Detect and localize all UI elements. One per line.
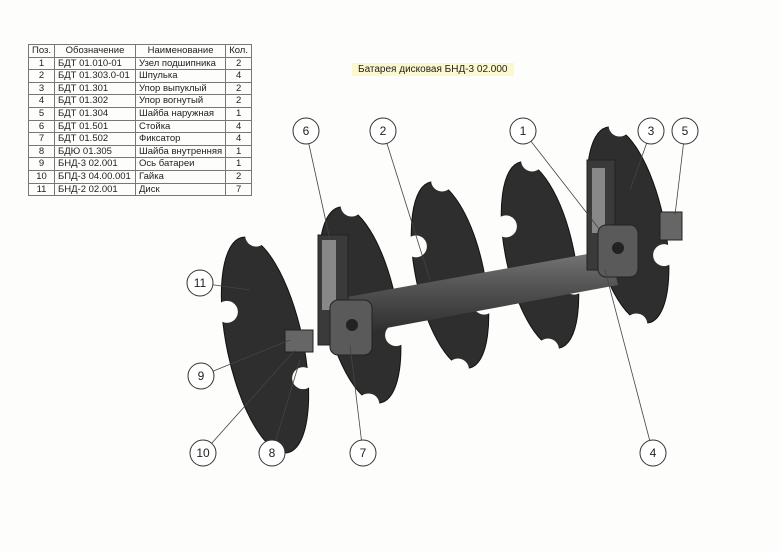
bolt <box>612 242 624 254</box>
callout-number: 8 <box>269 446 276 460</box>
callout-9: 9 <box>187 362 215 390</box>
disc-notch <box>283 257 306 280</box>
cell-qty: 7 <box>225 182 252 197</box>
disc-notch <box>340 194 363 217</box>
drawing-title: Батарея дисковая БНД-3 02.000 <box>352 63 514 76</box>
callout-number: 3 <box>648 124 655 138</box>
callout-circle <box>639 439 667 467</box>
leader-line <box>522 130 601 231</box>
callout-circle <box>369 117 397 145</box>
callout-number: 4 <box>650 446 657 460</box>
disc <box>500 161 580 349</box>
leader-line <box>305 130 331 241</box>
disc-notch <box>494 215 517 238</box>
table-header: Поз. Обозначение Наименование Кол. <box>28 44 252 58</box>
disc-notch <box>412 329 435 352</box>
callout-number: 6 <box>303 124 310 138</box>
callout-6: 6 <box>292 117 320 145</box>
cell-name: Диск <box>134 182 227 197</box>
disc-notch <box>555 178 578 201</box>
disc-notch <box>224 410 247 433</box>
leader-line <box>604 269 654 454</box>
disc-notch <box>404 235 427 258</box>
callout-number: 1 <box>520 124 527 138</box>
disc-notch <box>292 367 315 390</box>
callout-10: 10 <box>189 439 217 467</box>
disc-notch <box>536 338 559 361</box>
disc-notch <box>446 358 469 381</box>
callout-3: 3 <box>637 117 665 145</box>
leader-line <box>200 339 291 377</box>
disc <box>410 181 490 369</box>
leader-line <box>674 130 686 216</box>
callout-8: 8 <box>258 439 286 467</box>
callout-circle <box>349 439 377 467</box>
disc-notch <box>625 313 648 336</box>
nut <box>284 329 314 353</box>
stand-highlight <box>322 240 336 310</box>
bearing-unit-left <box>284 234 373 356</box>
disc-notch <box>321 363 344 386</box>
callout-circle <box>637 117 665 145</box>
callout-circle <box>189 439 217 467</box>
bearing-unit-right <box>586 159 683 278</box>
callout-number: 11 <box>194 276 207 290</box>
callout-4: 4 <box>639 439 667 467</box>
callout-number: 10 <box>196 446 210 460</box>
callout-circle <box>509 117 537 145</box>
disc-notch <box>385 324 408 347</box>
callout-1: 1 <box>509 117 537 145</box>
battery-axle <box>330 250 618 337</box>
bolt <box>346 319 358 331</box>
leader-line <box>202 349 296 454</box>
outer-washer <box>659 211 683 241</box>
callout-7: 7 <box>349 439 377 467</box>
callout-circle <box>186 269 214 297</box>
disc-notch <box>465 198 488 221</box>
callout-number: 5 <box>682 124 689 138</box>
callout-number: 7 <box>360 446 367 460</box>
callout-5: 5 <box>671 117 699 145</box>
callout-circle <box>258 439 286 467</box>
callout-circle <box>671 117 699 145</box>
disc-notch <box>431 169 454 192</box>
callout-circle <box>187 362 215 390</box>
disc-notch <box>357 393 380 416</box>
disc-notch <box>376 224 399 247</box>
cell-qty: 1 <box>225 106 252 121</box>
leader-line <box>349 344 364 454</box>
stand-highlight <box>592 168 605 233</box>
leader-line <box>382 130 431 281</box>
disc-notch <box>502 309 525 332</box>
disc-notch <box>644 144 667 167</box>
disc-notch <box>245 224 268 247</box>
callout-11: 11 <box>186 269 214 297</box>
disc-notch <box>215 300 238 323</box>
callout-number: 2 <box>380 124 387 138</box>
disc-notch <box>608 114 631 137</box>
leader-line <box>271 359 301 454</box>
callout-number: 9 <box>198 369 205 383</box>
callout-circle <box>292 117 320 145</box>
disc-notch <box>653 244 676 267</box>
disc-notch <box>521 149 544 172</box>
callout-2: 2 <box>369 117 397 145</box>
